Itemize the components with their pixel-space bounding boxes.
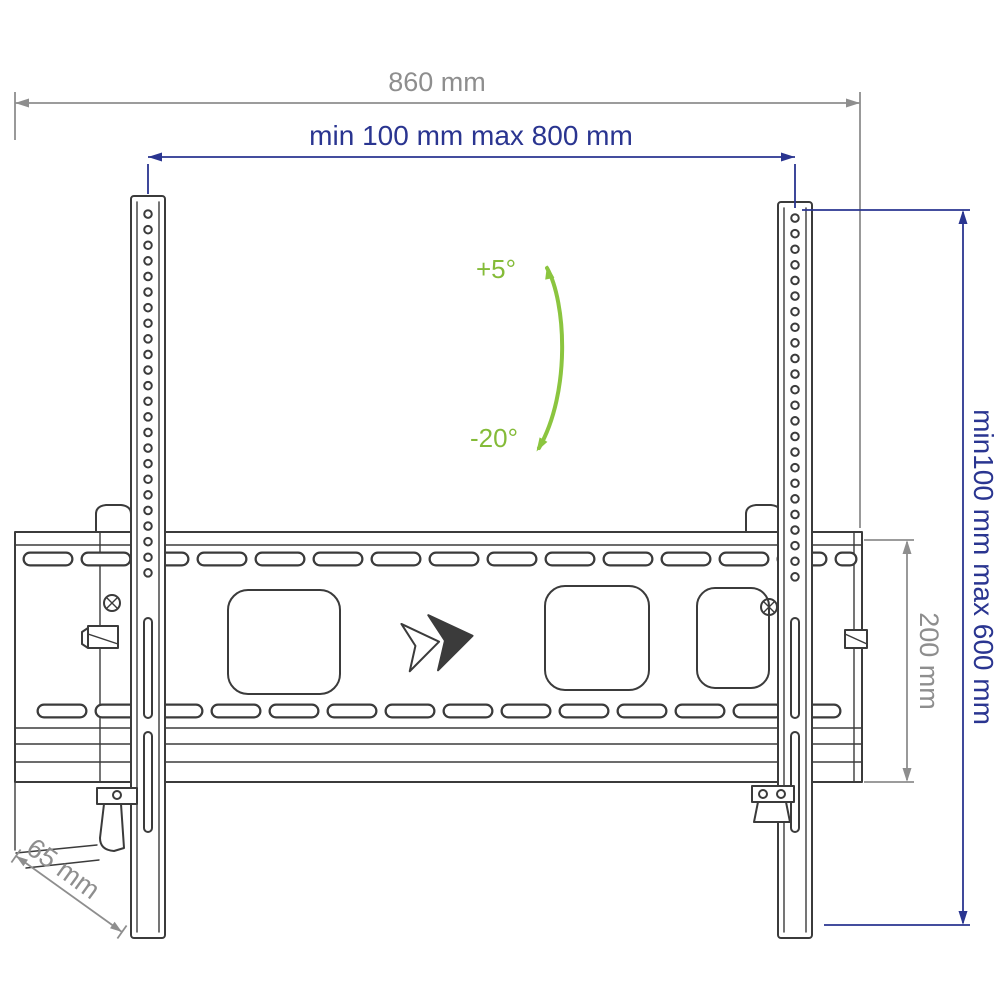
tilt-up-label: +5°: [476, 254, 516, 284]
right-bottom-clamp: [751, 785, 795, 823]
dim-vesa-height-extension-lines: [802, 209, 970, 926]
right-bottom-clamp-bolt-left-icon: [758, 789, 768, 799]
plate-opening-right: [544, 585, 650, 691]
left-bottom-clamp: [96, 787, 138, 852]
dim-total-width-extension-lines: [14, 92, 861, 528]
total-width-label: 860 mm: [388, 67, 486, 97]
dim-bracket-height-extension-lines: [864, 539, 914, 783]
screw-cross-slots: [106, 597, 775, 613]
right-rail: [777, 201, 813, 939]
bracket-height-label: 200 mm: [914, 612, 944, 710]
brand-logo-chevron-outline-icon: [400, 622, 441, 673]
dim-depth-line: [15, 855, 123, 933]
plate-opening-far-right: [696, 587, 770, 689]
tilt-latches: [95, 504, 782, 533]
dim-vesa-width-extension-lines: [147, 164, 796, 208]
depth-edges: [14, 781, 100, 869]
mounting-screw-left-icon: [103, 594, 121, 612]
brand-logo-chevron-filled-icon: [427, 614, 474, 672]
left-bottom-clamp-bolt-icon: [112, 790, 122, 800]
vesa-width-label: min 100 mm max 800 mm: [309, 120, 633, 151]
left-rail-body: [130, 195, 166, 939]
left-rail-inner-lines: [136, 201, 160, 933]
left-bottom-clamp-shape: [96, 787, 138, 852]
dim-total-width: 860 mm: [14, 67, 861, 528]
left-clamp: [81, 625, 119, 649]
tilt-down-label: -20°: [470, 423, 518, 453]
right-bottom-clamp-bolt-right-icon: [776, 789, 786, 799]
brand-logo: [400, 614, 474, 673]
tilt-range-indicator: +5° -20°: [470, 254, 565, 453]
right-clamp-detail-line: [844, 633, 868, 645]
plate-fold-lines: [14, 531, 863, 783]
dim-vesa-width: min 100 mm max 800 mm: [147, 120, 796, 208]
left-rail: [130, 195, 166, 939]
dim-bracket-height: 200 mm: [864, 539, 944, 783]
left-clamp-detail-line: [87, 633, 119, 645]
plate-opening-left: [227, 589, 341, 695]
right-bottom-clamp-shape: [751, 785, 795, 823]
tilt-arrow-icon: [537, 266, 565, 450]
dim-vesa-height: min100 mm max 600 mm: [802, 209, 999, 926]
vesa-height-label: min100 mm max 600 mm: [968, 409, 999, 725]
